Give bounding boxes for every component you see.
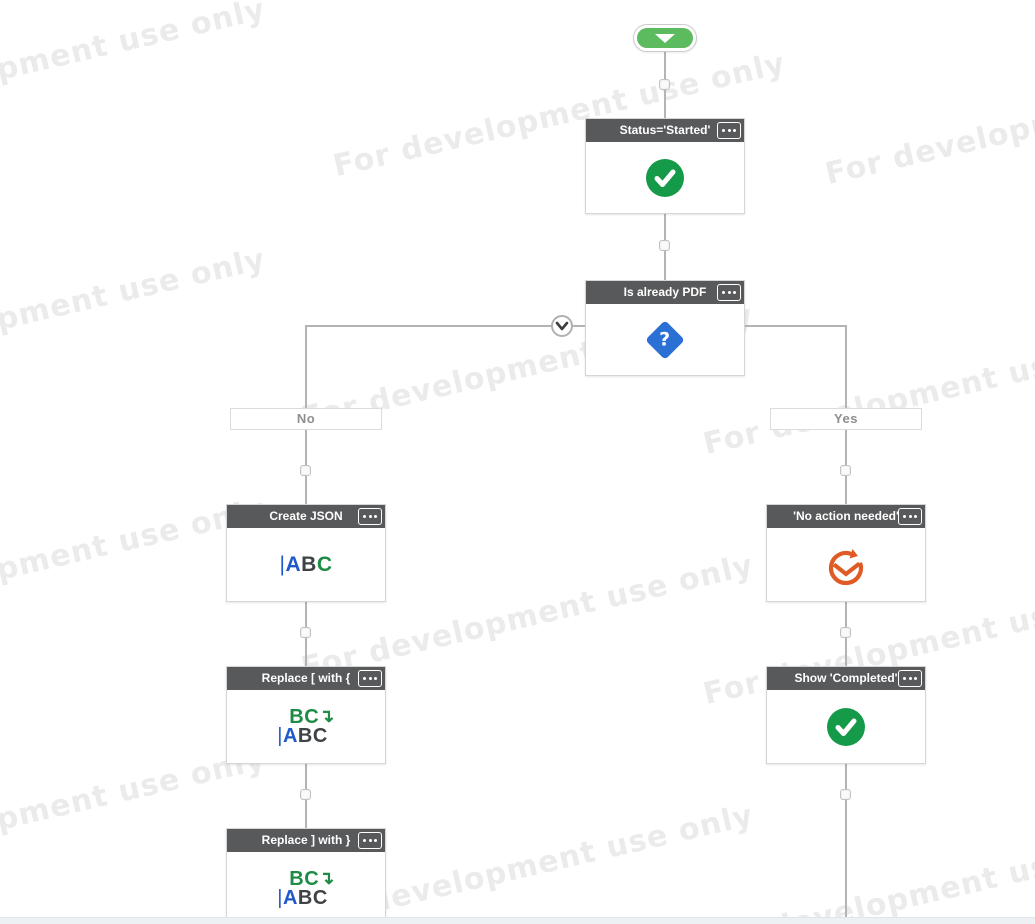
letters-bc: BC	[289, 867, 320, 890]
connector-handle[interactable]	[840, 465, 851, 476]
node-body	[586, 142, 744, 213]
down-arrow: ↴	[319, 867, 335, 888]
letters-bc: BC	[289, 705, 320, 728]
text-cursor-abc-icon: |ABC	[280, 553, 333, 577]
letter-a: A	[282, 724, 298, 747]
node-header: Status='Started'	[586, 119, 744, 142]
node-title: Is already PDF	[623, 285, 707, 299]
watermark-text: For development use only	[700, 324, 1035, 463]
chevron-down-icon	[555, 321, 569, 331]
text-cursor: |	[277, 886, 283, 909]
connector-handle[interactable]	[300, 627, 311, 638]
text-cursor: |	[279, 552, 286, 576]
node-title: Replace ] with }	[261, 833, 351, 847]
flow-node-status-started[interactable]: Status='Started'	[585, 118, 745, 214]
replace-text-icon: BC↴ |ABC	[277, 705, 335, 747]
connector-line	[845, 326, 847, 408]
flow-node-is-already-pdf[interactable]: Is already PDF ?	[585, 280, 745, 376]
check-circle-icon	[646, 158, 684, 197]
node-body: BC↴ |ABC	[227, 852, 385, 924]
watermark-text: For development use only	[700, 824, 1035, 924]
check-circle-icon	[827, 707, 865, 746]
node-body	[767, 528, 925, 601]
node-header: Replace [ with {	[227, 667, 385, 690]
start-node-pill	[637, 28, 693, 48]
node-title: Show 'Completed'	[794, 671, 898, 685]
text-cursor: |	[277, 724, 283, 747]
connector-handle[interactable]	[840, 627, 851, 638]
branch-label-no[interactable]: No	[230, 408, 382, 430]
horizontal-scrollbar[interactable]	[0, 917, 1035, 924]
node-body: ?	[586, 304, 744, 375]
node-menu-button[interactable]	[717, 122, 741, 139]
node-title: Status='Started'	[619, 123, 711, 137]
node-menu-button[interactable]	[717, 284, 741, 301]
letters-bc: BC	[297, 886, 328, 909]
node-title: 'No action needed'	[793, 509, 899, 523]
letter-a: A	[282, 886, 298, 909]
node-header: 'No action needed'	[767, 505, 925, 528]
down-triangle-icon	[655, 33, 675, 43]
ellipsis-icon	[722, 291, 736, 294]
flow-node-create-json[interactable]: Create JSON |ABC	[226, 504, 386, 602]
branch-label-yes[interactable]: Yes	[770, 408, 922, 430]
connector-line	[305, 325, 847, 327]
node-header: Replace ] with }	[227, 829, 385, 852]
watermark-text: For development use only	[822, 54, 1035, 193]
connector-line	[845, 764, 847, 918]
down-arrow: ↴	[319, 705, 335, 726]
node-header: Show 'Completed'	[767, 667, 925, 690]
collapse-branch-button[interactable]	[551, 315, 573, 337]
ellipsis-icon	[363, 515, 377, 518]
node-title: Create JSON	[269, 509, 343, 523]
branch-label-text: No	[296, 411, 316, 426]
replace-text-icon: BC↴ |ABC	[277, 867, 335, 909]
retry-clock-icon	[828, 548, 864, 585]
node-body	[767, 690, 925, 763]
connector-handle[interactable]	[659, 240, 670, 251]
flow-node-no-action-needed[interactable]: 'No action needed'	[766, 504, 926, 602]
node-menu-button[interactable]	[898, 508, 922, 525]
ellipsis-icon	[722, 129, 736, 132]
flow-node-replace-bracket-close[interactable]: Replace ] with } BC↴ |ABC	[226, 828, 386, 924]
node-menu-button[interactable]	[358, 670, 382, 687]
node-body: |ABC	[227, 528, 385, 601]
ellipsis-icon	[363, 677, 377, 680]
connector-handle[interactable]	[300, 465, 311, 476]
node-title: Replace [ with {	[261, 671, 351, 685]
letters-bc: BC	[297, 724, 328, 747]
node-menu-button[interactable]	[898, 670, 922, 687]
question-mark: ?	[659, 328, 671, 351]
ellipsis-icon	[903, 515, 917, 518]
ellipsis-icon	[903, 677, 917, 680]
connector-line	[305, 326, 307, 408]
connector-handle[interactable]	[659, 79, 670, 90]
node-header: Create JSON	[227, 505, 385, 528]
letter-b: B	[301, 552, 317, 576]
node-header: Is already PDF	[586, 281, 744, 304]
question-diamond-icon: ?	[645, 319, 685, 360]
flow-node-show-completed[interactable]: Show 'Completed'	[766, 666, 926, 764]
start-node[interactable]	[633, 24, 697, 52]
watermark-text: For development use only	[0, 0, 269, 130]
node-body: BC↴ |ABC	[227, 690, 385, 763]
watermark-text: For development use only	[0, 241, 269, 380]
letter-c: C	[316, 552, 333, 576]
letter-a: A	[285, 552, 302, 576]
node-menu-button[interactable]	[358, 508, 382, 525]
branch-label-text: Yes	[834, 411, 858, 426]
node-menu-button[interactable]	[358, 832, 382, 849]
ellipsis-icon	[363, 839, 377, 842]
flow-node-replace-bracket-open[interactable]: Replace [ with { BC↴ |ABC	[226, 666, 386, 764]
connector-handle[interactable]	[840, 789, 851, 800]
connector-handle[interactable]	[300, 789, 311, 800]
